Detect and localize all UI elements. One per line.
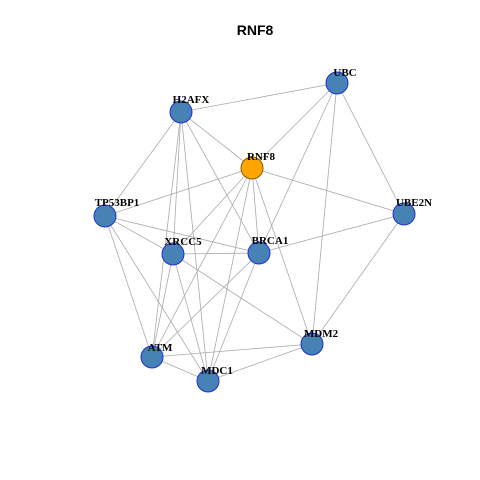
edge-h2afx-xrcc5 (172, 111, 182, 255)
node-label-ubc: UBC (333, 67, 356, 79)
edge-rnf8-mdc1 (207, 167, 253, 382)
edge-ubc-brca1 (258, 82, 338, 254)
edge-xrcc5-mdm2 (172, 253, 313, 345)
edge-h2afx-rnf8 (180, 111, 253, 169)
node-ubc (325, 71, 349, 95)
edge-h2afx-mdc1 (180, 111, 209, 382)
edge-brca1-atm (151, 252, 260, 358)
node-layer (93, 71, 416, 393)
node-label-tp53bp1: TP53BP1 (95, 197, 140, 209)
edge-tp53bp1-atm (104, 215, 153, 358)
node-mdm2 (300, 332, 324, 356)
node-label-brca1: BRCA1 (252, 235, 289, 247)
edge-xrcc5-brca1 (172, 252, 260, 255)
node-label-ube2n: UBE2N (396, 197, 432, 209)
node-h2afx (169, 100, 193, 124)
edge-brca1-mdc1 (207, 252, 260, 382)
edge-h2afx-ubc (180, 82, 338, 113)
edge-h2afx-tp53bp1 (104, 111, 182, 217)
node-label-mdc1: MDC1 (201, 365, 233, 377)
edge-ube2n-brca1 (258, 213, 405, 254)
node-label-xrcc5: XRCC5 (164, 236, 202, 248)
edge-mdm2-atm (151, 343, 313, 358)
edge-xrcc5-atm (151, 253, 174, 358)
node-mdc1 (196, 369, 220, 393)
edge-rnf8-xrcc5 (172, 167, 253, 255)
node-ube2n (392, 202, 416, 226)
node-xrcc5 (161, 242, 185, 266)
node-label-rnf8: RNF8 (247, 151, 276, 163)
edge-mdm2-mdc1 (207, 343, 313, 382)
node-brca1 (247, 241, 271, 265)
edge-ubc-ube2n (336, 82, 405, 215)
node-label-atm: ATM (148, 342, 173, 354)
node-atm (140, 345, 164, 369)
node-label-h2afx: H2AFX (173, 94, 210, 106)
edge-rnf8-brca1 (251, 167, 260, 254)
edge-rnf8-mdm2 (251, 167, 313, 345)
edge-rnf8-tp53bp1 (104, 167, 253, 217)
edge-layer (104, 82, 405, 382)
node-rnf8 (240, 156, 264, 180)
edge-rnf8-atm (151, 167, 253, 358)
edge-rnf8-ube2n (251, 167, 405, 215)
node-tp53bp1 (93, 204, 117, 228)
graph-title: RNF8 (237, 22, 274, 38)
edge-h2afx-atm (151, 111, 182, 358)
node-label-mdm2: MDM2 (304, 328, 339, 340)
edge-ube2n-mdm2 (311, 213, 405, 345)
edge-tp53bp1-brca1 (104, 215, 260, 254)
edge-tp53bp1-xrcc5 (104, 215, 174, 255)
edge-xrcc5-mdc1 (172, 253, 209, 382)
edge-ubc-rnf8 (251, 82, 338, 169)
edge-h2afx-brca1 (180, 111, 260, 254)
edge-ubc-mdm2 (311, 82, 338, 345)
